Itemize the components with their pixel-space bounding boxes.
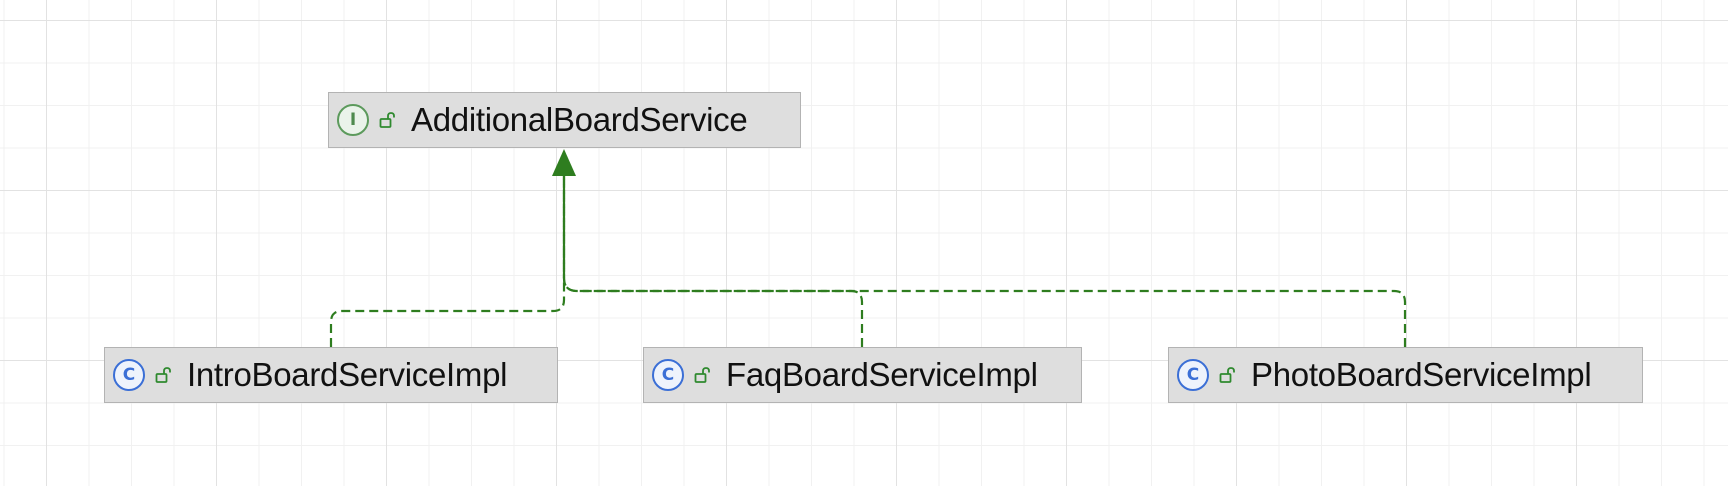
class-icon: C (1177, 359, 1209, 391)
class-icon: C (652, 359, 684, 391)
class-icon: C (113, 359, 145, 391)
unlocked-lock-icon (1219, 367, 1235, 383)
class-letter: C (1186, 365, 1200, 385)
edge-intro-to-interface (329, 166, 566, 347)
class-node-photoboardserviceimpl[interactable]: C PhotoBoardServiceImpl (1168, 347, 1643, 403)
class-letter: C (661, 365, 675, 385)
edge-photo-to-interface (562, 166, 1407, 347)
interface-letter: I (349, 110, 357, 130)
node-label: FaqBoardServiceImpl (726, 356, 1038, 393)
node-label: PhotoBoardServiceImpl (1251, 356, 1592, 393)
unlocked-lock-icon (694, 367, 710, 383)
node-label: IntroBoardServiceImpl (187, 356, 508, 393)
unlocked-lock-icon (379, 112, 395, 128)
interface-node-additionalboardservice[interactable]: I AdditionalBoardService (328, 92, 801, 148)
node-label: AdditionalBoardService (411, 101, 748, 138)
edge-faq-to-interface (562, 166, 864, 347)
class-letter: C (122, 365, 136, 385)
implements-arrowhead (552, 149, 576, 176)
unlocked-lock-icon (155, 367, 171, 383)
class-node-introboardserviceimpl[interactable]: C IntroBoardServiceImpl (104, 347, 558, 403)
interface-icon: I (337, 104, 369, 136)
class-node-faqboardserviceimpl[interactable]: C FaqBoardServiceImpl (643, 347, 1082, 403)
